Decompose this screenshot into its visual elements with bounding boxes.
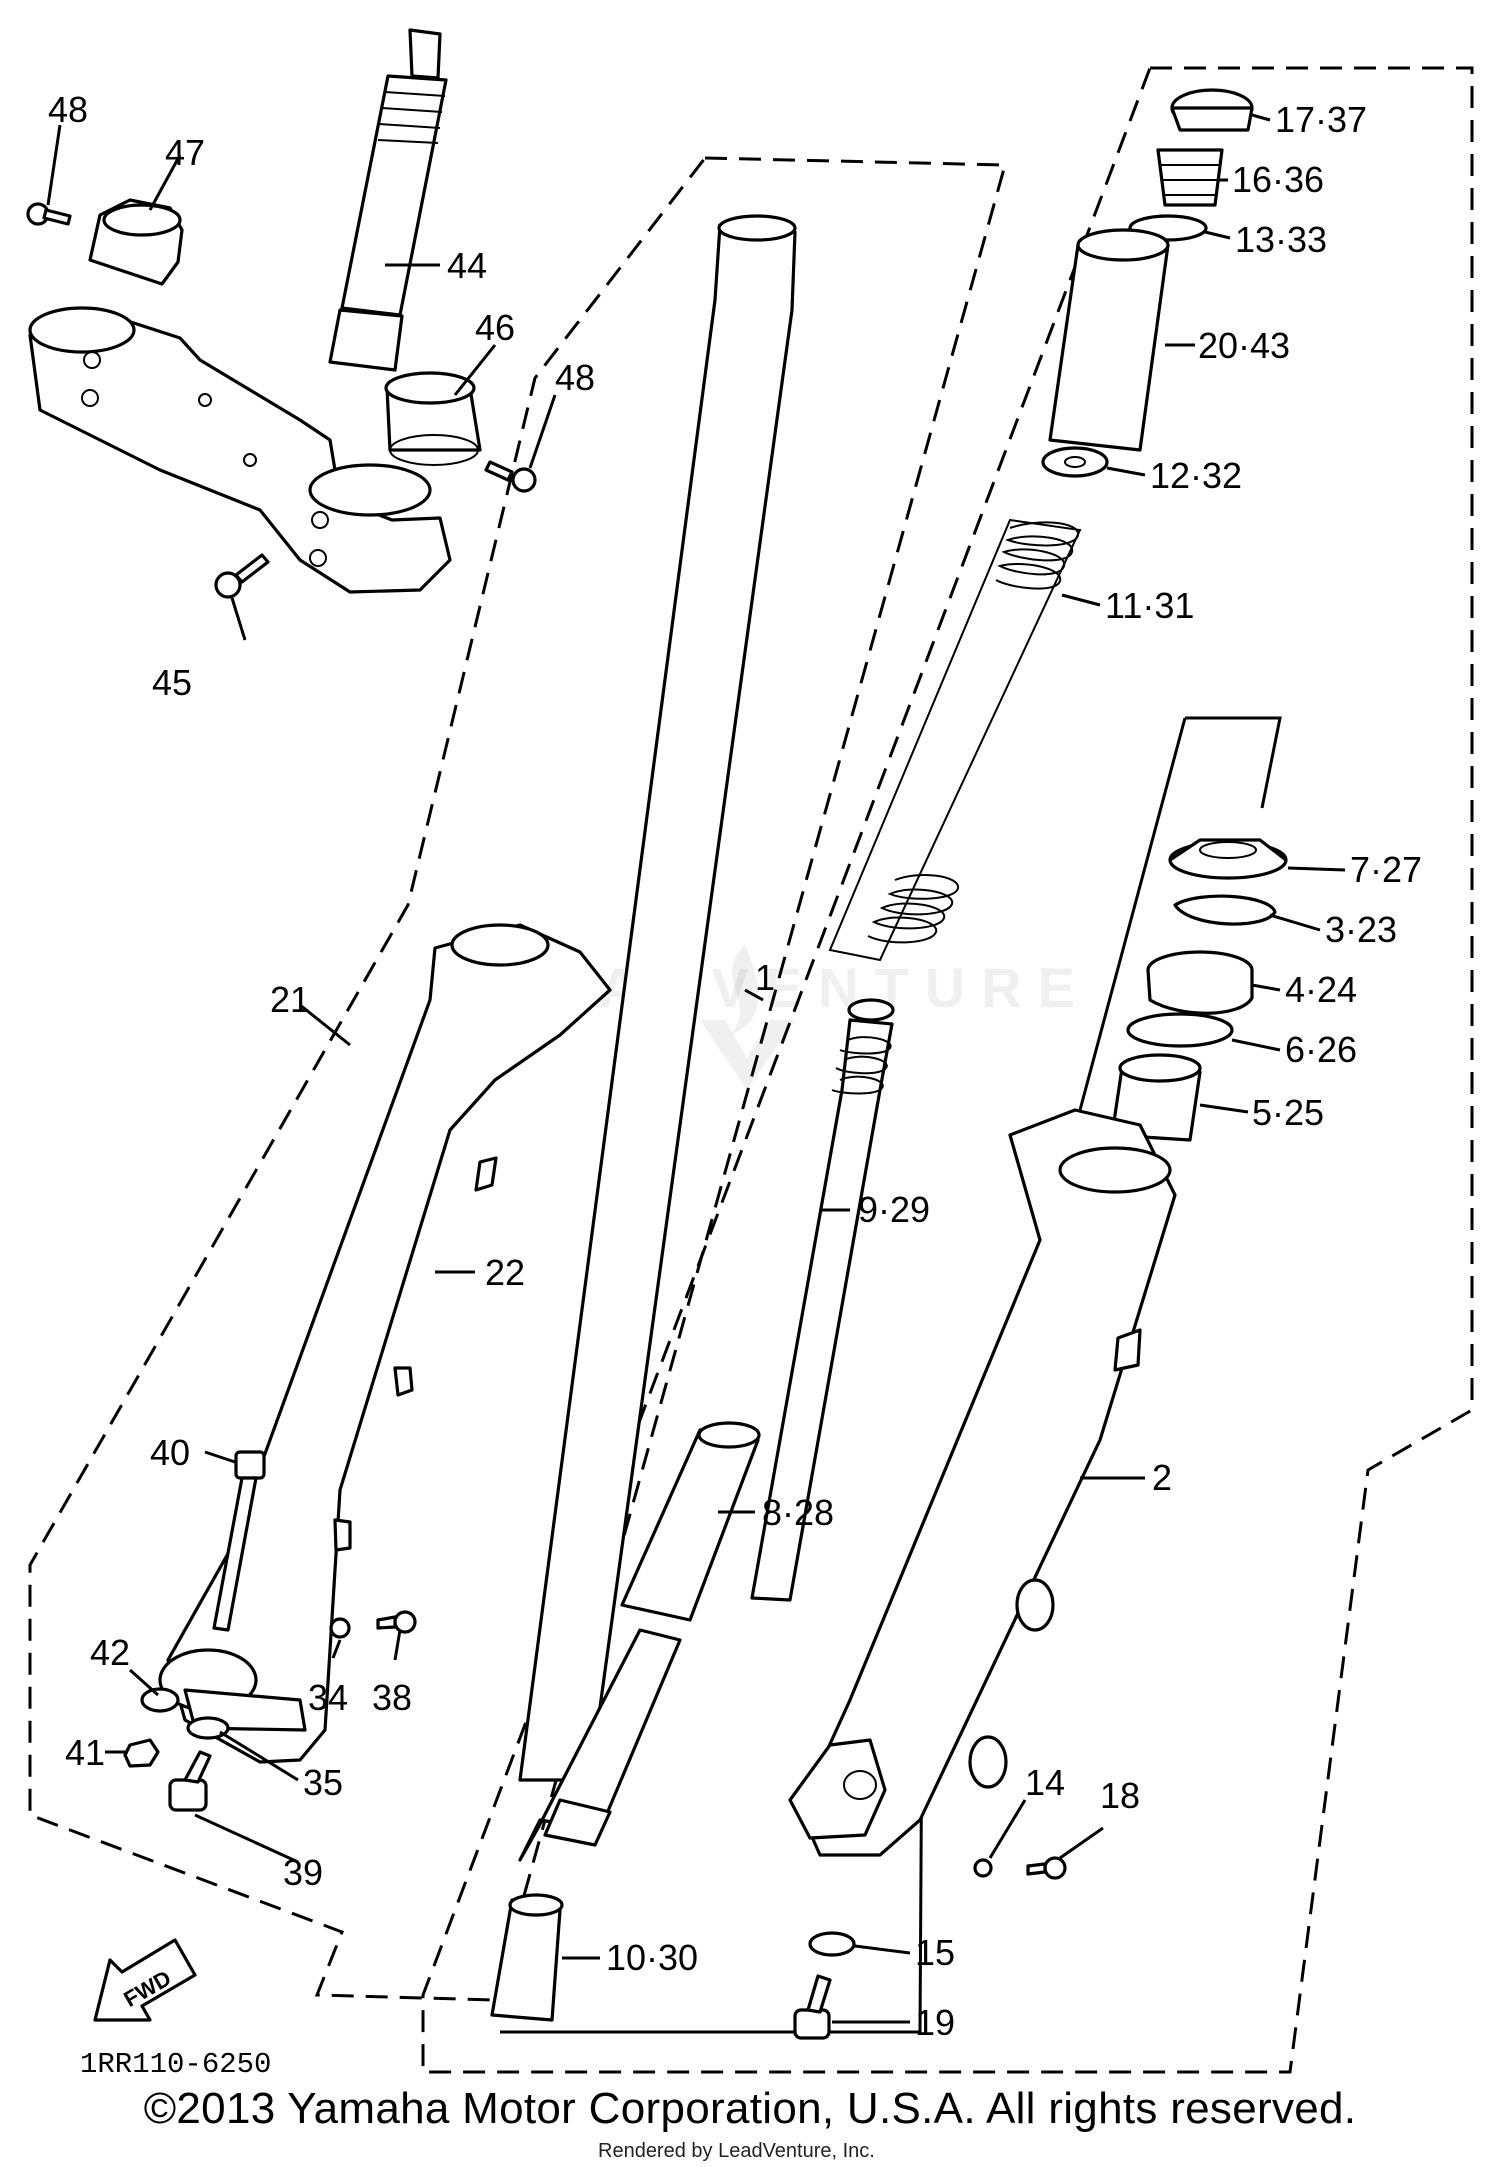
callout-38: 38 (372, 1677, 412, 1718)
washer-35 (186, 1716, 230, 1740)
bolt-45 (214, 553, 270, 599)
callout-16-36: 16·36 (1232, 159, 1324, 200)
group-boundary-left (28, 156, 1007, 2002)
callout-22: 22 (485, 1252, 525, 1293)
callout-41: 41 (65, 1732, 105, 1773)
callout-18: 18 (1100, 1775, 1140, 1816)
spacer-8 (620, 1421, 761, 1622)
washer-6 (1126, 1012, 1234, 1048)
callout-17-37: 17·37 (1275, 99, 1367, 140)
callout-19: 19 (915, 2002, 955, 2043)
callout-42: 42 (90, 1632, 130, 1673)
oil-lock-piece-10 (490, 1893, 564, 2022)
bolt-48-right (484, 460, 537, 493)
fwd-arrow-icon: FWD (93, 1938, 197, 2022)
callout-9-29: 9·29 (858, 1189, 930, 1230)
left-outer-tube (158, 923, 612, 1764)
callout-5-25: 5·25 (1252, 1092, 1324, 1133)
collar-46 (384, 371, 482, 466)
bolt-39 (168, 1750, 212, 1812)
fork-spring-11 (828, 518, 1082, 962)
callout-7-27: 7·27 (1350, 849, 1422, 890)
callout-8-28: 8·28 (762, 1492, 834, 1533)
callout-34: 34 (308, 1677, 348, 1718)
callout-20-43: 20·43 (1198, 325, 1290, 366)
callout-1: 1 (755, 957, 775, 998)
callouts: 48 47 44 46 48 45 21 22 40 42 41 34 38 3… (48, 89, 1422, 2043)
callout-35: 35 (303, 1762, 343, 1803)
collar-20 (1048, 228, 1170, 452)
cap-17 (1170, 88, 1254, 132)
bolt-48-left (26, 202, 72, 226)
washer-42 (140, 1687, 180, 1713)
leader-lines (46, 113, 1346, 2024)
callout-3-23: 3·23 (1325, 909, 1397, 950)
collar-47 (88, 198, 184, 286)
nut-41 (123, 1738, 160, 1768)
bolt-40 (212, 1450, 266, 1632)
callout-10-30: 10·30 (606, 1937, 698, 1978)
callout-48-right: 48 (555, 357, 595, 398)
cap-bolt-16 (1156, 148, 1224, 207)
callout-46: 46 (475, 307, 515, 348)
leadventure-logo-icon (700, 945, 795, 1090)
callout-45: 45 (152, 662, 192, 703)
rendered-by-credit: Rendered by LeadVenture, Inc. (598, 2140, 875, 2162)
clip-3 (1173, 894, 1277, 926)
callout-12-32: 12·32 (1150, 455, 1242, 496)
group-boundary-right (421, 66, 1474, 2074)
callout-21: 21 (270, 979, 310, 1020)
callout-15: 15 (915, 1932, 955, 1973)
callout-4-24: 4·24 (1285, 969, 1357, 1010)
dust-seal-7 (1168, 838, 1288, 880)
washer-14 (973, 1858, 993, 1878)
bolt-18 (1026, 1856, 1067, 1880)
callout-47: 47 (165, 132, 205, 173)
callout-39: 39 (283, 1852, 323, 1893)
washer-15 (808, 1931, 856, 1957)
oil-seal-4 (1146, 950, 1254, 1015)
damper-rod-9 (750, 998, 895, 1602)
bolt-38 (376, 1610, 417, 1634)
callout-13-33: 13·33 (1235, 219, 1327, 260)
steering-stem (328, 28, 448, 372)
callout-6-26: 6·26 (1285, 1029, 1357, 1070)
group-boundary-lower-right (1185, 716, 1282, 809)
callout-2: 2 (1152, 1457, 1172, 1498)
bolt-19 (793, 1974, 832, 2040)
callout-14: 14 (1025, 1762, 1065, 1803)
under-bracket (28, 306, 452, 594)
callout-48-left: 48 (48, 89, 88, 130)
washer-12 (1041, 446, 1109, 478)
diagram-code: 1RR110-6250 (80, 2048, 272, 2081)
callout-44: 44 (447, 245, 487, 286)
lower-cylinder (518, 1628, 682, 1862)
right-outer-tube (788, 1108, 1177, 1857)
callout-11-31: 11·31 (1105, 585, 1194, 626)
copyright-notice: ©2013 Yamaha Motor Corporation, U.S.A. A… (143, 2084, 1357, 2133)
callout-40: 40 (150, 1432, 190, 1473)
washer-34 (329, 1617, 351, 1639)
